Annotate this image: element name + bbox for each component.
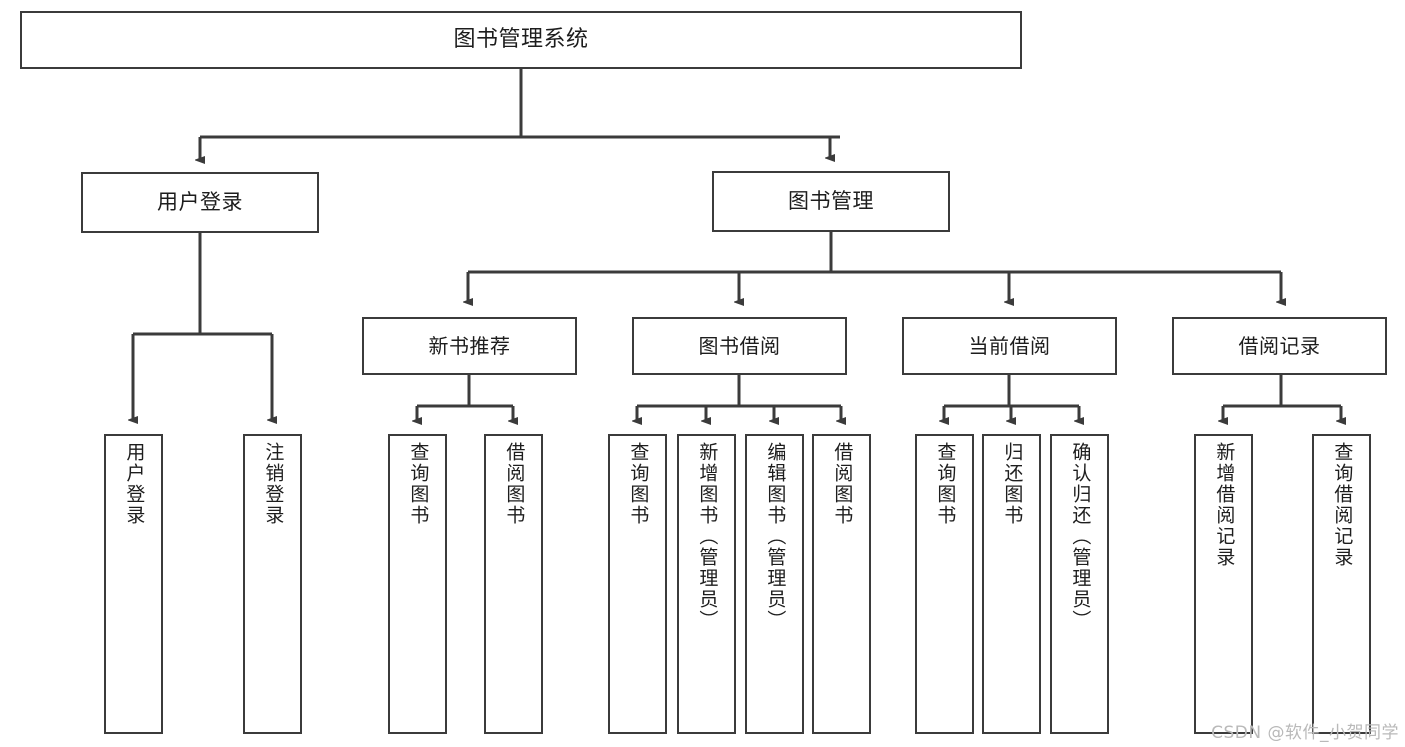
node-root-book-management-system[interactable]: 图书管理系统 bbox=[20, 11, 1022, 69]
leaf-borrow-edit-book-admin[interactable]: 编辑图书（管理员） bbox=[745, 434, 804, 734]
node-label: 注销登录 bbox=[262, 442, 285, 526]
node-label: 查询图书 bbox=[934, 442, 957, 526]
node-label: 图书管理系统 bbox=[453, 27, 589, 53]
leaf-record-add-borrow-record[interactable]: 新增借阅记录 bbox=[1194, 434, 1253, 734]
leaf-new-book-borrow[interactable]: 借阅图书 bbox=[484, 434, 543, 734]
node-label: 新书推荐 bbox=[428, 333, 511, 358]
node-label: 归还图书 bbox=[1001, 442, 1024, 526]
node-current-borrow[interactable]: 当前借阅 bbox=[902, 317, 1117, 375]
node-label: 查询图书 bbox=[627, 442, 650, 526]
leaf-borrow-borrow-book[interactable]: 借阅图书 bbox=[812, 434, 871, 734]
node-label: 用户登录 bbox=[157, 190, 243, 215]
node-borrow-record[interactable]: 借阅记录 bbox=[1172, 317, 1387, 375]
node-label: 图书管理 bbox=[788, 189, 874, 214]
leaf-new-book-query[interactable]: 查询图书 bbox=[388, 434, 447, 734]
leaf-borrow-add-book-admin[interactable]: 新增图书（管理员） bbox=[677, 434, 736, 734]
node-label: 用户登录 bbox=[123, 442, 146, 526]
node-label: 查询借阅记录 bbox=[1331, 442, 1354, 568]
leaf-user-login-signin[interactable]: 用户登录 bbox=[104, 434, 163, 734]
node-label: 当前借阅 bbox=[968, 333, 1051, 358]
node-label: 查询图书 bbox=[407, 442, 430, 526]
leaf-current-query-book[interactable]: 查询图书 bbox=[915, 434, 974, 734]
node-label: 新增图书（管理员） bbox=[696, 442, 719, 631]
node-label: 新增借阅记录 bbox=[1213, 442, 1236, 568]
leaf-record-query-borrow-record[interactable]: 查询借阅记录 bbox=[1312, 434, 1371, 734]
node-label: 编辑图书（管理员） bbox=[764, 442, 787, 631]
node-book-borrow[interactable]: 图书借阅 bbox=[632, 317, 847, 375]
leaf-current-confirm-return-admin[interactable]: 确认归还（管理员） bbox=[1050, 434, 1109, 734]
node-label: 借阅记录 bbox=[1238, 333, 1321, 358]
node-user-login[interactable]: 用户登录 bbox=[81, 172, 319, 233]
leaf-user-login-signout[interactable]: 注销登录 bbox=[243, 434, 302, 734]
leaf-current-return-book[interactable]: 归还图书 bbox=[982, 434, 1041, 734]
csdn-watermark: CSDN @软件_小贺同学 bbox=[1211, 723, 1399, 743]
node-label: 借阅图书 bbox=[831, 442, 854, 526]
node-book-management[interactable]: 图书管理 bbox=[712, 171, 950, 232]
node-label: 图书借阅 bbox=[698, 333, 781, 358]
node-new-book-recommend[interactable]: 新书推荐 bbox=[362, 317, 577, 375]
node-label: 确认归还（管理员） bbox=[1069, 442, 1092, 631]
node-label: 借阅图书 bbox=[503, 442, 526, 526]
leaf-borrow-query-book[interactable]: 查询图书 bbox=[608, 434, 667, 734]
